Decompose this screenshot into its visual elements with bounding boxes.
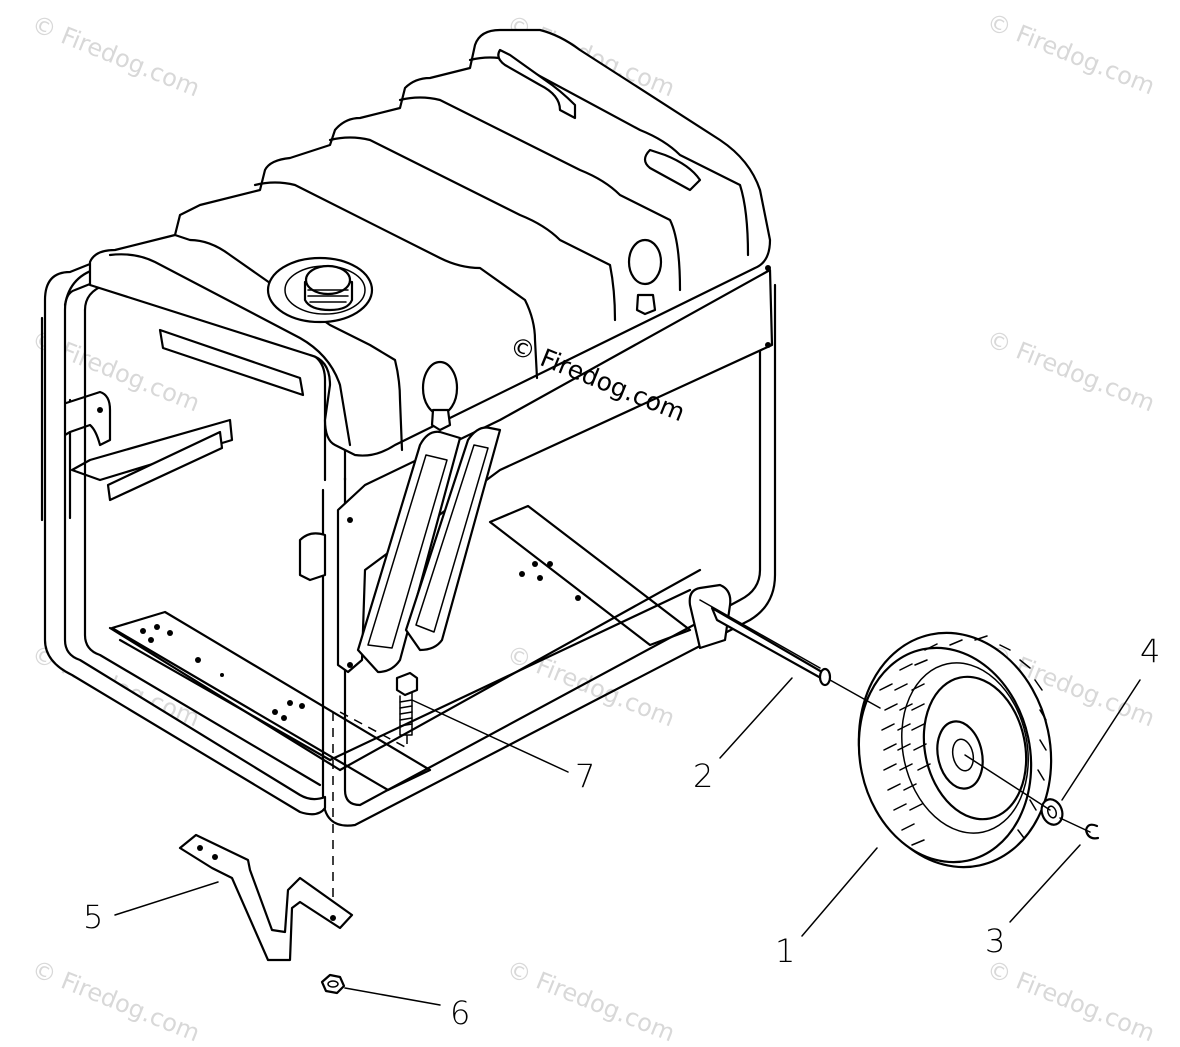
- watermark: © Firedog.com: [503, 955, 679, 1047]
- wheel: [857, 631, 1053, 869]
- washer: [1040, 798, 1064, 826]
- leader-4: [1061, 679, 1141, 801]
- callout-6: 6: [450, 994, 470, 1032]
- watermark: © Firedog.com: [28, 955, 204, 1047]
- callout-5: 5: [83, 898, 103, 936]
- callout-1: 1: [775, 932, 795, 970]
- callout-7: 7: [575, 757, 595, 795]
- watermark: © Firedog.com: [28, 10, 204, 103]
- frame-base: [108, 504, 702, 792]
- watermark: © Firedog.com: [983, 955, 1159, 1047]
- side-panel: [336, 265, 774, 674]
- axle: [688, 583, 832, 687]
- leader-7: [411, 699, 569, 773]
- assembly-line-dashed: [332, 711, 408, 905]
- callout-2: 2: [693, 757, 713, 795]
- watermark: © Firedog.com: [503, 640, 679, 733]
- callout-labels: 1 2 3 4 5 6 7: [83, 632, 1160, 1032]
- callout-4: 4: [1140, 632, 1160, 670]
- fuel-tank: [88, 28, 772, 457]
- watermark: © Firedog.com: [983, 8, 1159, 101]
- leader-1: [801, 847, 878, 937]
- callout-3: 3: [985, 922, 1005, 960]
- leader-6: [344, 987, 441, 1006]
- leader-2: [719, 677, 793, 759]
- wheel-tread: [879, 635, 1047, 846]
- support-bracket: [178, 833, 354, 962]
- watermark: © Firedog.com: [983, 325, 1159, 418]
- nut: [320, 973, 346, 995]
- leader-5: [114, 881, 219, 916]
- leader-lines: [114, 677, 1141, 1006]
- frame-clip: [298, 532, 327, 582]
- assembly-line: [829, 679, 1091, 833]
- bolt: [395, 671, 419, 736]
- leader-3: [1009, 844, 1081, 923]
